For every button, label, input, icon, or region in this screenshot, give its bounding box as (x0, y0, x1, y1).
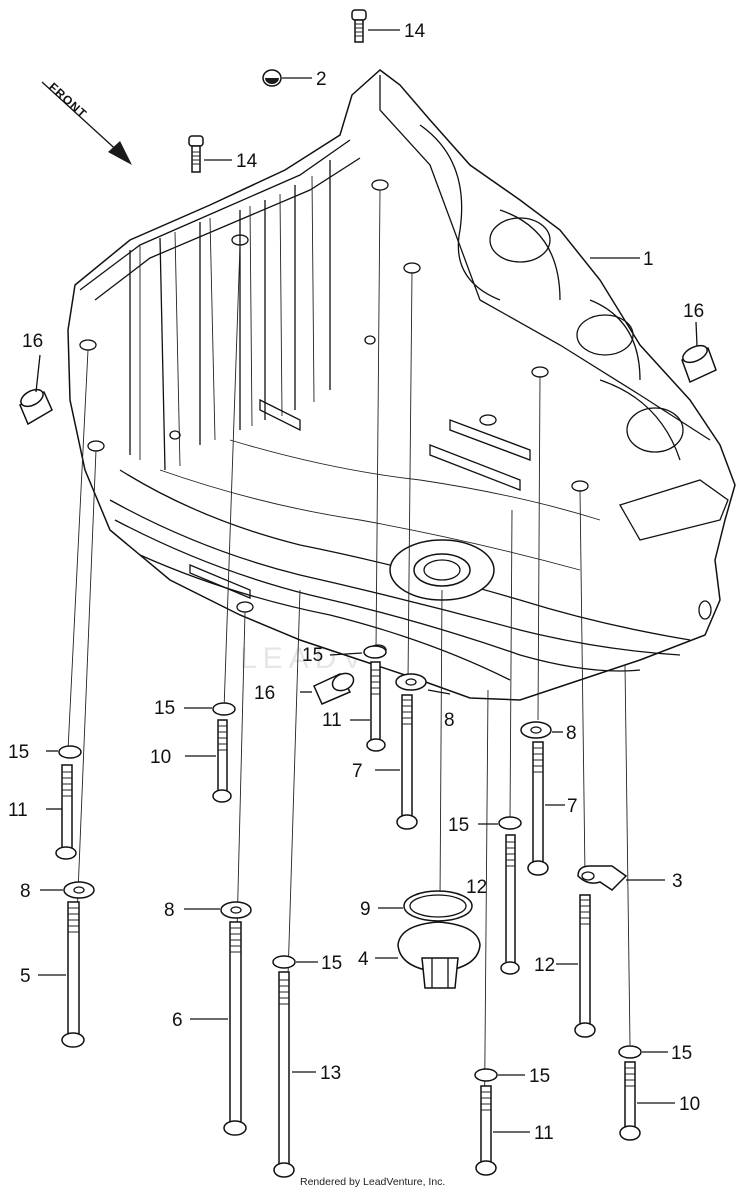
callout-5: 5 (20, 966, 31, 987)
callout-8: 8 (164, 900, 175, 921)
clamp-3 (577, 865, 628, 891)
front-direction-arrow: FRONT (41, 80, 132, 165)
callout-8: 8 (444, 710, 455, 731)
collar-16-middle (313, 672, 355, 705)
callout-15: 15 (448, 815, 469, 836)
callout-11: 11 (8, 800, 28, 821)
callout-16: 16 (22, 331, 43, 352)
callout-1: 1 (643, 249, 654, 270)
leader-lines (35, 29, 698, 1133)
callout-7: 7 (352, 761, 363, 782)
washers (58, 645, 642, 1082)
callout-7: 7 (567, 796, 578, 817)
callout-8: 8 (566, 723, 577, 744)
front-label: FRONT (46, 80, 90, 121)
callout-3: 3 (672, 871, 683, 892)
bolt-14-side (188, 135, 204, 173)
callout-9: 9 (360, 899, 371, 920)
callout-11: 11 (322, 710, 342, 731)
callout-14: 14 (404, 21, 426, 42)
callout-16: 16 (683, 301, 704, 322)
callout-12: 12 (466, 877, 487, 898)
callout-4: 4 (358, 949, 369, 970)
collar-16-right (681, 344, 717, 384)
callout-15: 15 (671, 1043, 692, 1064)
callout-15: 15 (321, 953, 342, 974)
callout-15: 15 (529, 1066, 550, 1087)
callout-6: 6 (172, 1010, 183, 1031)
callout-14: 14 (236, 151, 258, 172)
bolts (55, 661, 641, 1178)
credit-text: Rendered by LeadVenture, Inc. (300, 1176, 445, 1188)
callout-2: 2 (316, 69, 327, 90)
oring-9 (403, 890, 473, 922)
callout-15: 15 (154, 698, 175, 719)
callout-10: 10 (679, 1094, 700, 1115)
callout-10: 10 (150, 747, 171, 768)
crankcase-housing (67, 69, 736, 701)
dowel-2 (262, 69, 282, 87)
collar-16-left (19, 388, 53, 426)
callout-11: 11 (534, 1123, 554, 1144)
drain-plug-4 (397, 921, 481, 989)
callout-labels: 14 2 14 1 16 16 15 16 15 11 8 10 15 7 8 … (8, 21, 704, 1144)
callout-15: 15 (302, 645, 323, 666)
callout-8: 8 (20, 881, 31, 902)
callout-13: 13 (320, 1063, 341, 1084)
callout-16: 16 (254, 683, 275, 704)
callout-12: 12 (534, 955, 555, 976)
callout-15: 15 (8, 742, 29, 763)
bolt-14-top (351, 9, 367, 43)
